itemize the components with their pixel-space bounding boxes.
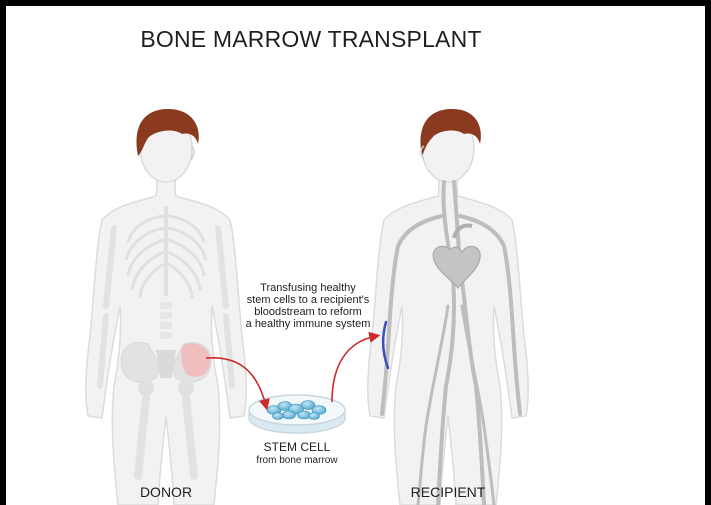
description-line: Transfusing healthy: [228, 282, 388, 294]
donor-label: DONOR: [86, 484, 246, 500]
description-line: bloodstream to reform: [228, 306, 388, 318]
stem-cell-source: from bone marrow: [217, 455, 377, 466]
transfusion-description: Transfusing healthy stem cells to a reci…: [228, 282, 388, 330]
recipient-body-silhouette: [368, 166, 528, 505]
recipient-figure: [368, 109, 528, 505]
diagram-illustration: [6, 6, 705, 505]
recipient-label: RECIPIENT: [368, 484, 528, 500]
description-line: stem cells to a recipient's: [228, 294, 388, 306]
page-title: BONE MARROW TRANSPLANT: [6, 26, 616, 53]
petri-dish: [249, 395, 345, 433]
diagram-canvas: BONE MARROW TRANSPLANT Transfusing healt…: [6, 6, 705, 505]
stem-cell-title: STEM CELL: [217, 440, 377, 454]
description-line: a healthy immune system: [228, 318, 388, 330]
stem-cell-label: STEM CELL from bone marrow: [217, 440, 377, 466]
